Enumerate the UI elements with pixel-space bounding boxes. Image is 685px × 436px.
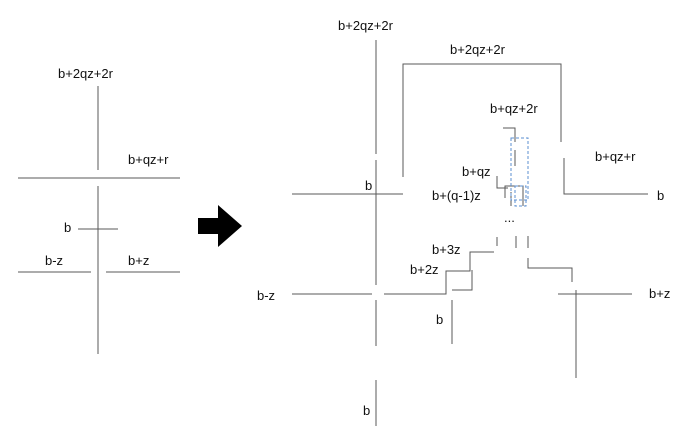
- right-big-bracket: [402, 63, 562, 177]
- right-label-bqz: b+qz: [462, 164, 491, 179]
- right-bq1z-box: [504, 185, 524, 206]
- right-label-dots: ...: [504, 210, 515, 225]
- right-dashed-box-outer: [510, 137, 529, 201]
- left-label-bpz: b+z: [128, 253, 149, 268]
- right-dashed-box-inner: [514, 185, 527, 207]
- right-step-b2z: [452, 270, 473, 291]
- right-label-b-small: b: [436, 312, 443, 327]
- right-label-b3z: b+3z: [432, 242, 461, 257]
- right-label-bqzr: b+qz+r: [595, 149, 636, 164]
- right-bqz-line: [496, 176, 508, 189]
- right-step-right: [527, 258, 573, 282]
- right-qz2r-stub: [503, 127, 516, 142]
- left-label-bmz: b-z: [45, 253, 63, 268]
- right-label-bqz2r: b+qz+2r: [490, 101, 538, 116]
- right-label-top-inner: b+2qz+2r: [450, 42, 506, 57]
- left-label-bqzr: b+qz+r: [128, 152, 169, 167]
- right-label-b-bottom: b: [363, 403, 370, 418]
- right-label-b2z: b+2z: [410, 262, 439, 277]
- right-diagram: b+2qz+2r b+2qz+2r b+qz+2r b+qz+r b b b+q…: [257, 18, 670, 426]
- right-staircase-line: [384, 251, 494, 295]
- right-label-b-left: b: [365, 178, 372, 193]
- right-arrow-icon: [198, 205, 242, 247]
- left-diagram: b+2qz+2r b+qz+r b b-z b+z: [18, 66, 180, 354]
- right-label-b-right: b: [657, 188, 664, 203]
- left-label-top: b+2qz+2r: [58, 66, 114, 81]
- right-label-bq1z: b+(q-1)z: [432, 188, 481, 203]
- right-label-top-outer: b+2qz+2r: [338, 18, 394, 33]
- right-label-bpz: b+z: [649, 286, 670, 301]
- right-label-bmz: b-z: [257, 288, 275, 303]
- left-label-b: b: [64, 220, 71, 235]
- right-b-right-line: [563, 158, 648, 195]
